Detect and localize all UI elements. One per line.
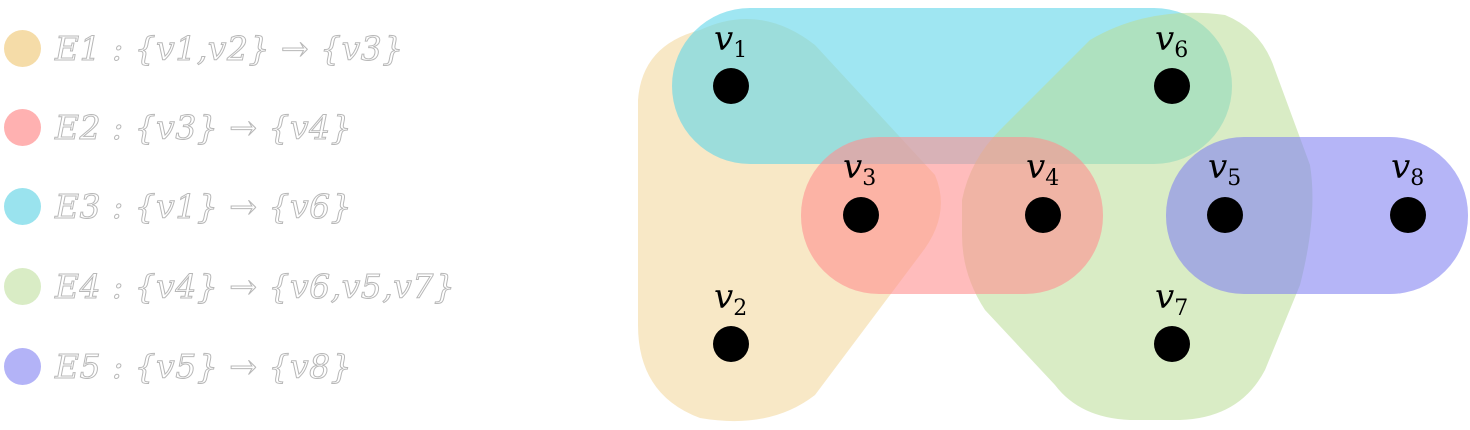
legend-item-e5: E5 : {v5} → {v8} bbox=[4, 344, 352, 388]
legend-item-e4: E4 : {v4} → {v6,v5,v7} bbox=[4, 264, 455, 308]
legend-item-e3: E3 : {v1} → {v6} bbox=[4, 184, 352, 228]
hyperedge-e2[interactable] bbox=[801, 137, 1103, 294]
legend-label-e1: E1 : {v1,v2} → {v3} bbox=[55, 28, 404, 68]
legend-swatch-e3 bbox=[4, 187, 41, 225]
legend-label-e2: E2 : {v3} → {v4} bbox=[54, 107, 353, 147]
legend-label-e5: E5 : {v5} → {v8} bbox=[54, 346, 353, 386]
legend-label-e4: E4 : {v4} → {v6,v5,v7} bbox=[54, 266, 456, 306]
legend-swatch-e1 bbox=[4, 29, 41, 67]
legend-label-e3: E3 : {v1} → {v6} bbox=[54, 186, 353, 226]
hyperedge-legend: E1 : {v1,v2} → {v3} E2 : {v3} → {v4} E3 … bbox=[0, 0, 600, 430]
legend-swatch-e2 bbox=[4, 108, 41, 146]
legend-item-e1: E1 : {v1,v2} → {v3} bbox=[4, 26, 404, 70]
legend-item-e2: E2 : {v3} → {v4} bbox=[4, 105, 352, 149]
hyperedge-e4[interactable] bbox=[962, 12, 1313, 421]
hyperedge-layer bbox=[638, 8, 1468, 422]
legend-swatch-e5 bbox=[4, 347, 41, 385]
legend-swatch-e4 bbox=[4, 267, 41, 305]
hyperedge-e5[interactable] bbox=[1166, 137, 1468, 294]
